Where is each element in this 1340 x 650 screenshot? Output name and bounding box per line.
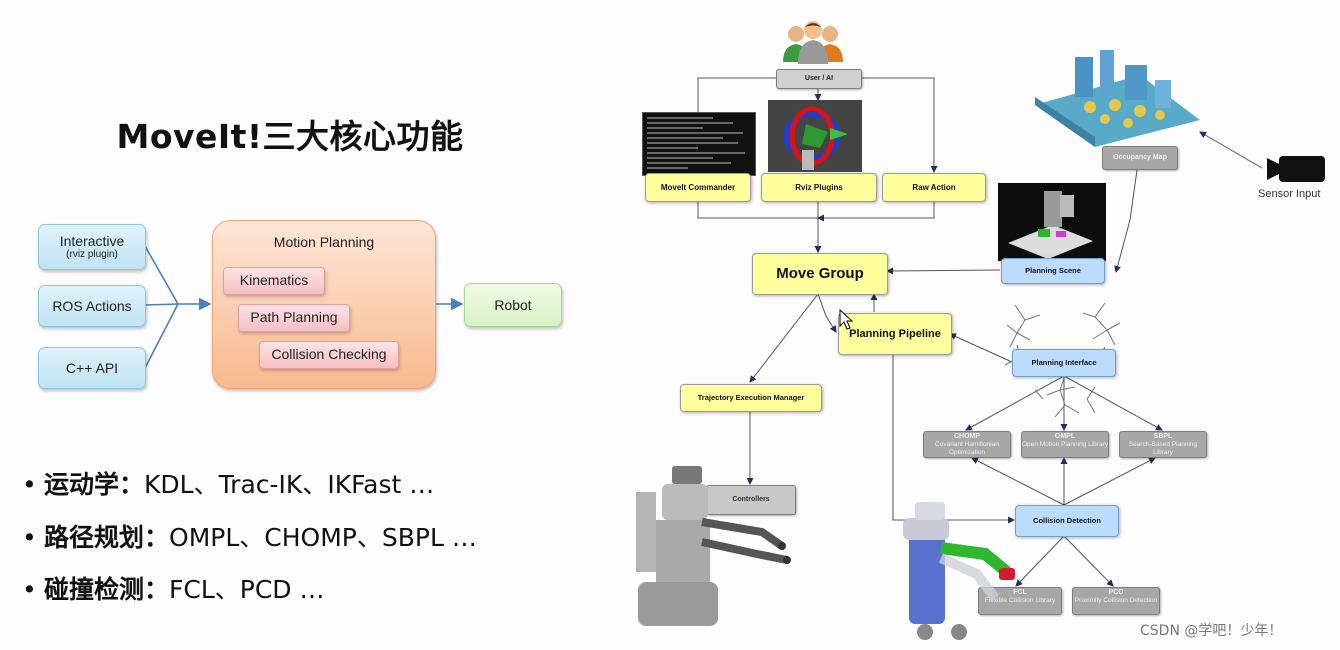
interactive-box: Interactive (rviz plugin) — [38, 224, 146, 270]
left-diagram-connectors — [144, 245, 464, 369]
pcd-desc: Proximity Collision Detection — [1074, 597, 1158, 604]
trajectory-execution-manager-box: Trajectory Execution Manager — [680, 384, 822, 412]
kinematics-box: Kinematics — [223, 267, 325, 295]
chomp-name: CHOMP — [953, 433, 981, 440]
moveit-commander-box: MoveIt Commander — [645, 173, 751, 202]
bullet-text: KDL、Trac-IK、IKFast … — [144, 470, 435, 499]
planning-interface-box: Planning Interface — [1012, 349, 1116, 377]
octomap-image — [1035, 50, 1200, 147]
raw-action-box: Raw Action — [882, 173, 986, 202]
move-group-box: Move Group — [752, 253, 888, 295]
camera-icon — [1267, 156, 1325, 182]
sensor-input-label: Sensor Input — [1258, 188, 1321, 200]
interactive-label: Interactive — [59, 233, 125, 249]
planning-pipeline-box: Planning Pipeline — [838, 313, 952, 355]
interactive-sublabel: (rviz plugin) — [66, 249, 118, 260]
bullet-dot: • — [22, 523, 37, 552]
users-icon — [783, 21, 843, 64]
slide-title: MoveIt!三大核心功能 — [116, 117, 464, 156]
robot-box: Robot — [464, 283, 562, 327]
bullet-collision: •碰撞检测：FCL、PCD … — [22, 570, 325, 606]
ompl-box: OMPL Open Motion Planning Library — [1021, 431, 1109, 458]
path-planning-box: Path Planning — [238, 304, 350, 332]
collision-detection-box: Collision Detection — [1015, 505, 1119, 537]
bullet-dot: • — [22, 470, 37, 499]
sbpl-name: SBPL — [1153, 433, 1173, 440]
pcd-name: PCD — [1108, 589, 1124, 596]
bullet-kinematics: •运动学：KDL、Trac-IK、IKFast … — [22, 465, 434, 501]
user-ai-box: User / AI — [776, 69, 862, 89]
mouse-cursor-icon — [839, 309, 853, 330]
pcd-box: PCD Proximity Collision Detection — [1072, 587, 1160, 615]
bullet-text: OMPL、CHOMP、SBPL … — [169, 523, 477, 552]
bullet-head: 路径规划： — [44, 523, 170, 552]
occupancy-map-box: Occupancy Map — [1102, 146, 1178, 170]
fcl-name: FCL — [1013, 589, 1027, 596]
ros-actions-box: ROS Actions — [38, 285, 146, 327]
terminal-image — [642, 112, 756, 176]
pr2-robot-image — [636, 466, 791, 626]
chomp-box: CHOMP Covariant Hamiltonian Optimization — [923, 431, 1011, 458]
ompl-desc: Open Motion Planning Library — [1022, 441, 1108, 448]
cpp-api-box: C++ API — [38, 347, 146, 389]
bullet-text: FCL、PCD … — [169, 575, 325, 604]
controllers-box: Controllers — [706, 485, 796, 515]
sbpl-box: SBPL Search-Based Planning Library — [1119, 431, 1207, 458]
rviz-plugins-box: Rviz Plugins — [761, 173, 877, 202]
motion-planning-label: Motion Planning — [273, 234, 375, 250]
bullet-path-planning: •路径规划：OMPL、CHOMP、SBPL … — [22, 518, 477, 554]
robot-arm-image — [903, 502, 1015, 640]
bullet-dot: • — [22, 575, 37, 604]
rviz-image — [768, 100, 862, 172]
chomp-desc: Covariant Hamiltonian Optimization — [935, 441, 999, 456]
fcl-desc: Flexible Collision Library — [984, 597, 1056, 604]
planning-scene-box: Planning Scene — [1001, 258, 1105, 284]
sbpl-desc: Search-Based Planning Library — [1128, 441, 1198, 456]
ompl-name: OMPL — [1054, 433, 1076, 440]
watermark: CSDN @学吧！少年！ — [1140, 623, 1283, 639]
planning-scene-image — [998, 183, 1106, 261]
bullet-head: 运动学： — [44, 470, 145, 499]
collision-checking-box: Collision Checking — [259, 341, 399, 369]
bullet-head: 碰撞检测： — [44, 575, 170, 604]
